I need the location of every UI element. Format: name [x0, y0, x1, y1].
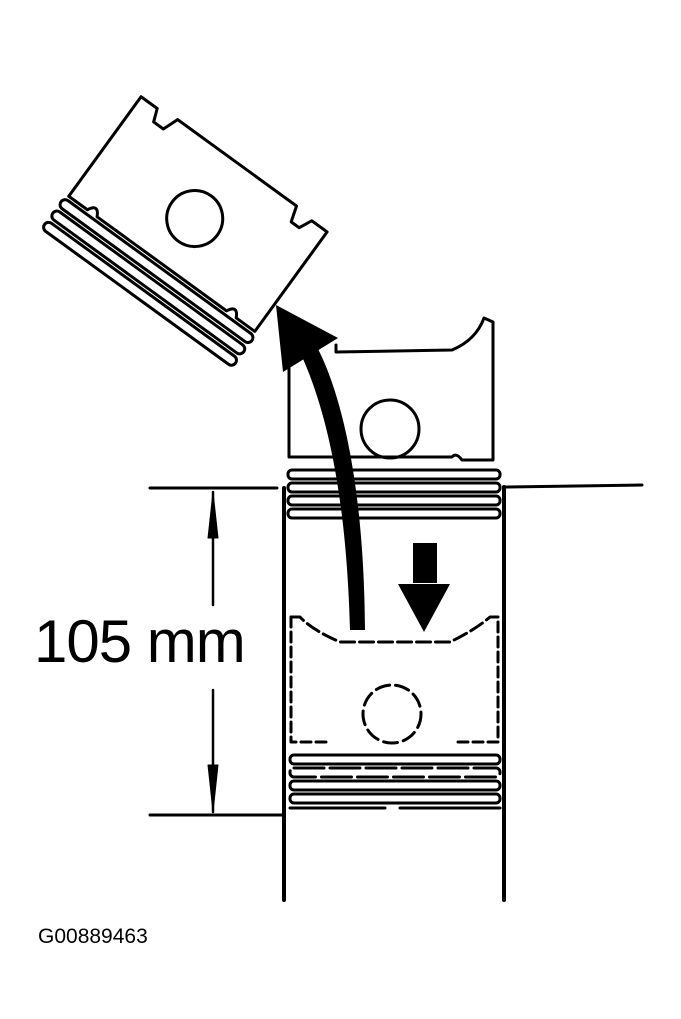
depth-dimension — [207, 490, 219, 814]
removal-arrow-icon — [276, 305, 365, 630]
removed-piston — [42, 95, 329, 367]
dimension-label: 105 mm — [34, 608, 246, 675]
figure-id: G00889463 — [38, 925, 148, 948]
cylinder-block — [148, 483, 644, 902]
piston-in-bore — [288, 615, 502, 810]
piston-at-bore-top — [286, 316, 502, 520]
push-down-arrow-icon — [398, 543, 450, 632]
